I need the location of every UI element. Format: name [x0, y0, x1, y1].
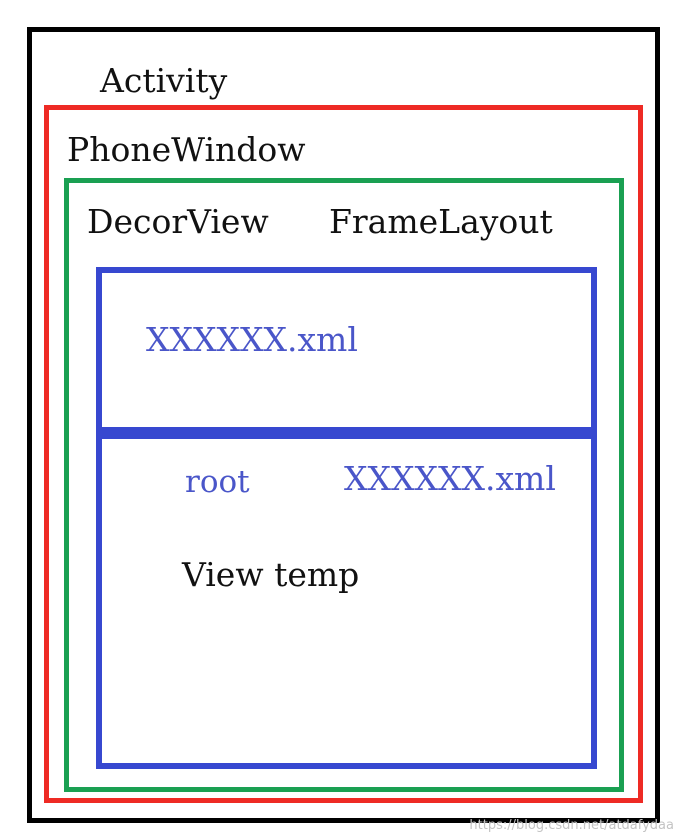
content-xml-box: [96, 267, 597, 439]
framelayout-label: FrameLayout: [329, 202, 553, 241]
watermark: https://blog.csdn.net/atdafydaa: [469, 818, 674, 833]
root-view-box: [96, 427, 597, 769]
root-label: root: [185, 464, 250, 500]
view-temp-label: View temp: [182, 555, 360, 594]
decorview-label: DecorView: [87, 202, 269, 241]
activity-box: [27, 27, 660, 823]
decorview-box: [64, 178, 624, 792]
phonewindow-box: [44, 105, 643, 803]
root-xml-label: XXXXXX.xml: [344, 459, 556, 498]
content-xml-label: XXXXXX.xml: [146, 320, 358, 359]
activity-label: Activity: [100, 61, 228, 100]
phonewindow-label: PhoneWindow: [67, 130, 306, 169]
